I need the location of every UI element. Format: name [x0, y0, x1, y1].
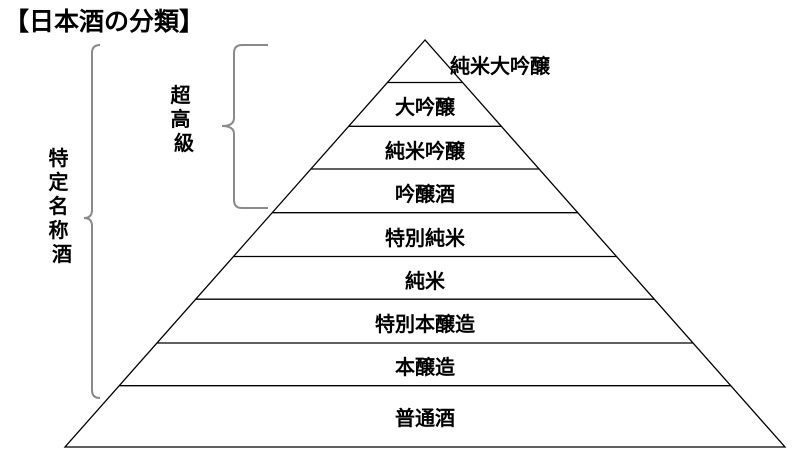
- tier-label-junmai: 純米: [405, 269, 446, 293]
- outer-group-char-4: 称: [49, 218, 69, 242]
- inner-group-char-1: 超: [170, 83, 192, 107]
- tier-label-junmai-daiginjo: 純米大吟醸: [450, 54, 551, 78]
- tier-label-honjozo: 本醸造: [395, 355, 456, 379]
- inner-group-label: 超 高 級: [170, 83, 198, 155]
- tier-label-daiginjo: 大吟醸: [395, 95, 456, 119]
- outer-group-char-3: 名: [49, 194, 69, 218]
- tier-label-futsushu: 普通酒: [395, 406, 455, 430]
- tier-label-junmai-ginjo: 純米吟醸: [385, 139, 466, 163]
- tier-dividers: [119, 81, 731, 387]
- tier-label-tokubetsu-junmai: 特別純米: [385, 226, 466, 250]
- inner-group-char-2: 高: [171, 107, 191, 131]
- diagram-title: 【日本酒の分類】: [4, 7, 205, 36]
- tier-label-tokubetsu-honjozo: 特別本醸造: [375, 312, 476, 336]
- outer-group-char-1: 特: [49, 146, 69, 170]
- inner-brace: [221, 44, 268, 209]
- pyramid-outline: [63, 39, 787, 448]
- outer-group-label: 特 定 名 称 酒: [49, 146, 76, 266]
- outer-group-char-5: 酒: [52, 242, 72, 266]
- tier-label-ginjo: 吟醸酒: [395, 182, 455, 206]
- outer-brace: [83, 44, 101, 399]
- inner-group-char-3: 級: [174, 131, 194, 155]
- outer-group-char-2: 定: [49, 170, 69, 194]
